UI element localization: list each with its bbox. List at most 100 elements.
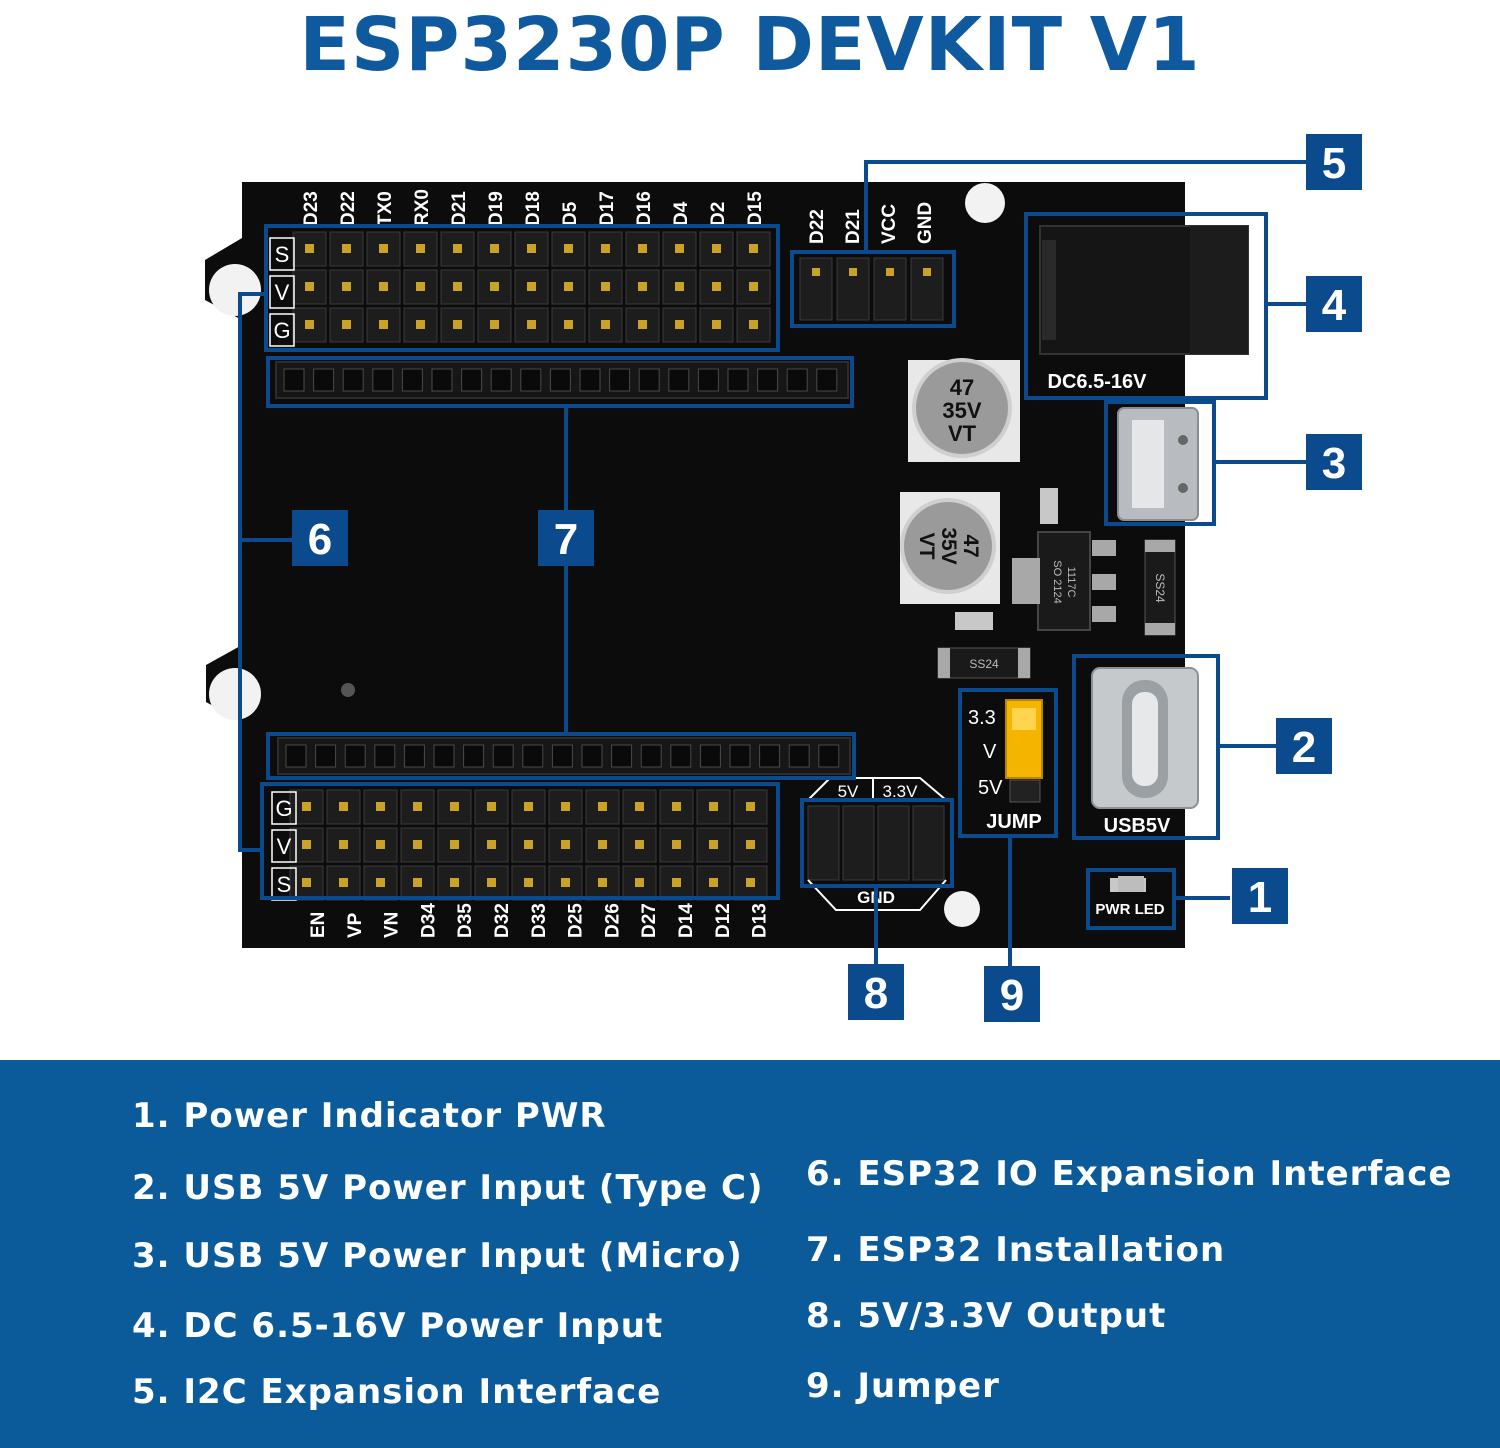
bottom-header-pin-contact (302, 878, 311, 887)
i2c-pin-label: GND (915, 202, 936, 244)
bottom-header-pin-contact (709, 878, 718, 887)
bottom-header-pin-contact (598, 802, 607, 811)
mount-hole-3 (965, 183, 1005, 223)
socket-top-hole (520, 368, 542, 392)
mount-hole-4 (944, 891, 980, 927)
bottom-header-pin-contact (746, 840, 755, 849)
bottom-header-pin-contact (487, 840, 496, 849)
socket-bottom-hole (759, 744, 781, 768)
cap1-line3: VT (948, 421, 977, 446)
socket-top-hole (461, 368, 483, 392)
i2c-pin-label: D22 (807, 209, 828, 244)
top-row-label: V (275, 280, 290, 305)
output-pin (842, 805, 875, 881)
top-pin-label: D15 (745, 191, 766, 226)
callout-1-box (1232, 868, 1288, 924)
socket-top-hole (431, 368, 453, 392)
socket-top-hole (668, 368, 690, 392)
socket-bottom-hole (374, 744, 396, 768)
pwr-led (1118, 876, 1144, 892)
i2c-pin (799, 257, 833, 321)
bottom-header-pin-contact (561, 802, 570, 811)
top-header-pin-contact (712, 282, 721, 291)
top-header-pin-contact (675, 282, 684, 291)
socket-top-hole (313, 368, 335, 392)
usb5v-label: USB5V (1104, 815, 1171, 837)
micro-usb-port (1117, 407, 1199, 521)
legend-item-3: 3. USB 5V Power Input (Micro) (132, 1236, 743, 1276)
bottom-header-pin-contact (450, 840, 459, 849)
socket-top-hole (727, 368, 749, 392)
dc-jack (1039, 225, 1249, 355)
legend-item-9: 9. Jumper (806, 1366, 1000, 1406)
top-row-labels: SVG (269, 237, 295, 347)
bottom-row-label-frame (271, 829, 297, 863)
top-row-label-frame (269, 313, 295, 347)
legend-item-1: 1. Power Indicator PWR (132, 1096, 607, 1136)
top-header-pin-contact (638, 282, 647, 291)
bottom-row-label: G (275, 796, 292, 821)
i2c-header (799, 257, 944, 321)
callout-7-box (538, 510, 594, 566)
callout-6-box (292, 510, 348, 566)
top-header-pin (329, 231, 364, 267)
bottom-header-pin-contact (598, 878, 607, 887)
socket-bottom-hole (699, 744, 721, 768)
callout-7-number: 7 (554, 515, 578, 564)
top-row-label: S (275, 242, 290, 267)
bottom-header-pin (474, 789, 509, 825)
socket-top-hole (638, 368, 660, 392)
i2c-pin-contact (923, 268, 931, 276)
socket-top-hole (372, 368, 394, 392)
i2c-pin (836, 257, 870, 321)
bottom-header-pin-contact (672, 840, 681, 849)
top-pin-label: RX0 (412, 189, 433, 226)
bottom-pin-label: VP (345, 912, 366, 938)
bottom-header-pin-contact (339, 840, 348, 849)
bottom-header-pin-contact (709, 802, 718, 811)
top-header-pin-contact (601, 282, 610, 291)
socket-bottom-hole (640, 744, 662, 768)
callout-outlines (260, 212, 1268, 930)
bottom-header-pin-contact (413, 802, 422, 811)
bottom-pin-label: D25 (566, 903, 587, 938)
top-header-pin (514, 231, 549, 267)
socket-bottom-hole (433, 744, 455, 768)
callout-5-box (1306, 134, 1362, 190)
diode-2-text: SS24 (969, 657, 999, 671)
top-pin-label: D23 (301, 191, 322, 226)
bottom-header-pin (363, 827, 398, 863)
bottom-header-pin-contact (635, 802, 644, 811)
socket-bottom-hole (729, 744, 751, 768)
bottom-header-pin-contact (709, 840, 718, 849)
socket-bottom-hole (611, 744, 633, 768)
bottom-row-label-frame (271, 791, 297, 825)
legend-item-7: 7. ESP32 Installation (806, 1230, 1226, 1270)
top-pin-label: D17 (597, 191, 618, 226)
top-header-pin-contact (379, 244, 388, 253)
legend-item-5: 5. I2C Expansion Interface (132, 1372, 662, 1412)
bottom-header-pin (585, 789, 620, 825)
callout-leaders (238, 160, 1306, 966)
bottom-header-pin-contact (376, 802, 385, 811)
bottom-header-pin-contact (561, 878, 570, 887)
bottom-header-pin-contact (413, 840, 422, 849)
socket-bottom-hole (522, 744, 544, 768)
top-header-pin-contact (490, 282, 499, 291)
top-pin-label: D2 (708, 202, 729, 226)
bottom-pin-label: D27 (639, 903, 660, 938)
socket-top-hole (816, 368, 838, 392)
socket-top-hole (342, 368, 364, 392)
socket-bottom-hole (463, 744, 485, 768)
bottom-pin-label: D33 (529, 903, 550, 938)
cap1-line2: 35V (942, 398, 981, 423)
callout-8-number: 8 (864, 969, 888, 1018)
bottom-header-pin-contact (413, 878, 422, 887)
top-header-pin-contact (490, 320, 499, 329)
top-pin-label: D18 (523, 191, 544, 226)
smd-resistor-2 (955, 612, 993, 630)
